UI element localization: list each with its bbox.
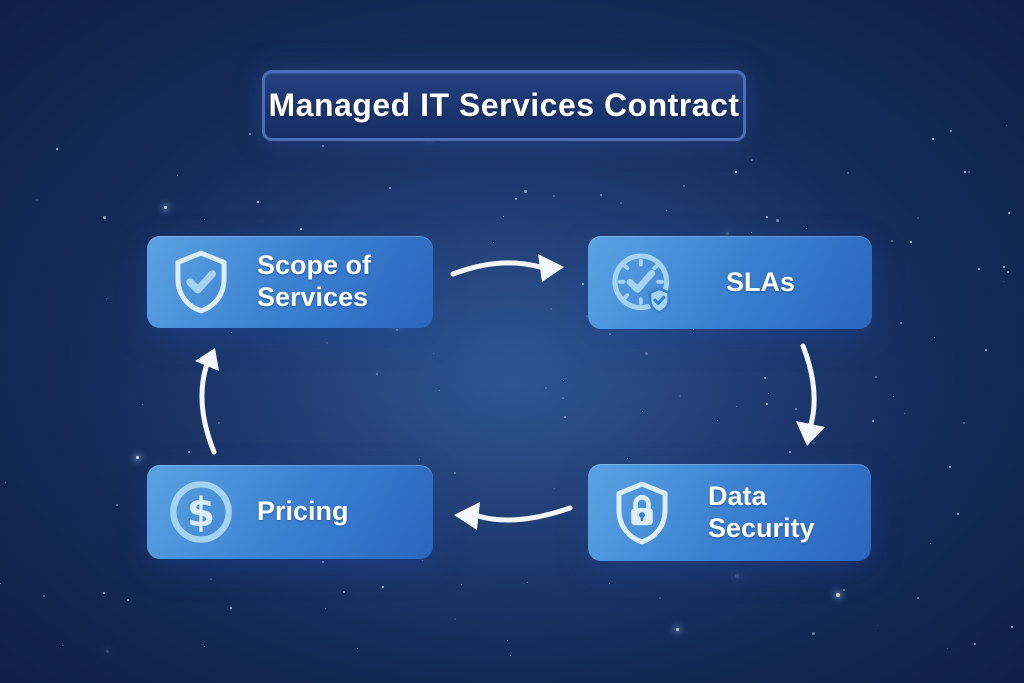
- node-label: Pricing: [257, 496, 349, 528]
- node-label: Data Security: [708, 481, 815, 545]
- node-slas: SLAs: [588, 236, 872, 329]
- node-data-security: Data Security: [588, 464, 871, 561]
- dollar-circle-icon: $: [165, 476, 237, 548]
- arrow-scope-to-slas: [453, 254, 564, 282]
- svg-text:$: $: [187, 488, 215, 536]
- arrow-pricing-to-scope: [195, 348, 219, 452]
- node-label: Scope of Services: [257, 250, 371, 314]
- node-scope-of-services: Scope of Services: [147, 236, 433, 328]
- node-pricing: $ Pricing: [147, 465, 433, 559]
- node-label: SLAs: [726, 267, 795, 299]
- arrow-data-security-to-pricing: [454, 502, 570, 530]
- diagram-title-box: Managed IT Services Contract: [262, 70, 746, 141]
- arrow-slas-to-data-security: [796, 346, 825, 446]
- page-title: Managed IT Services Contract: [268, 87, 739, 124]
- lock-shield-icon: [606, 477, 678, 549]
- shield-check-icon: [165, 246, 237, 318]
- clock-check-icon: [606, 247, 678, 319]
